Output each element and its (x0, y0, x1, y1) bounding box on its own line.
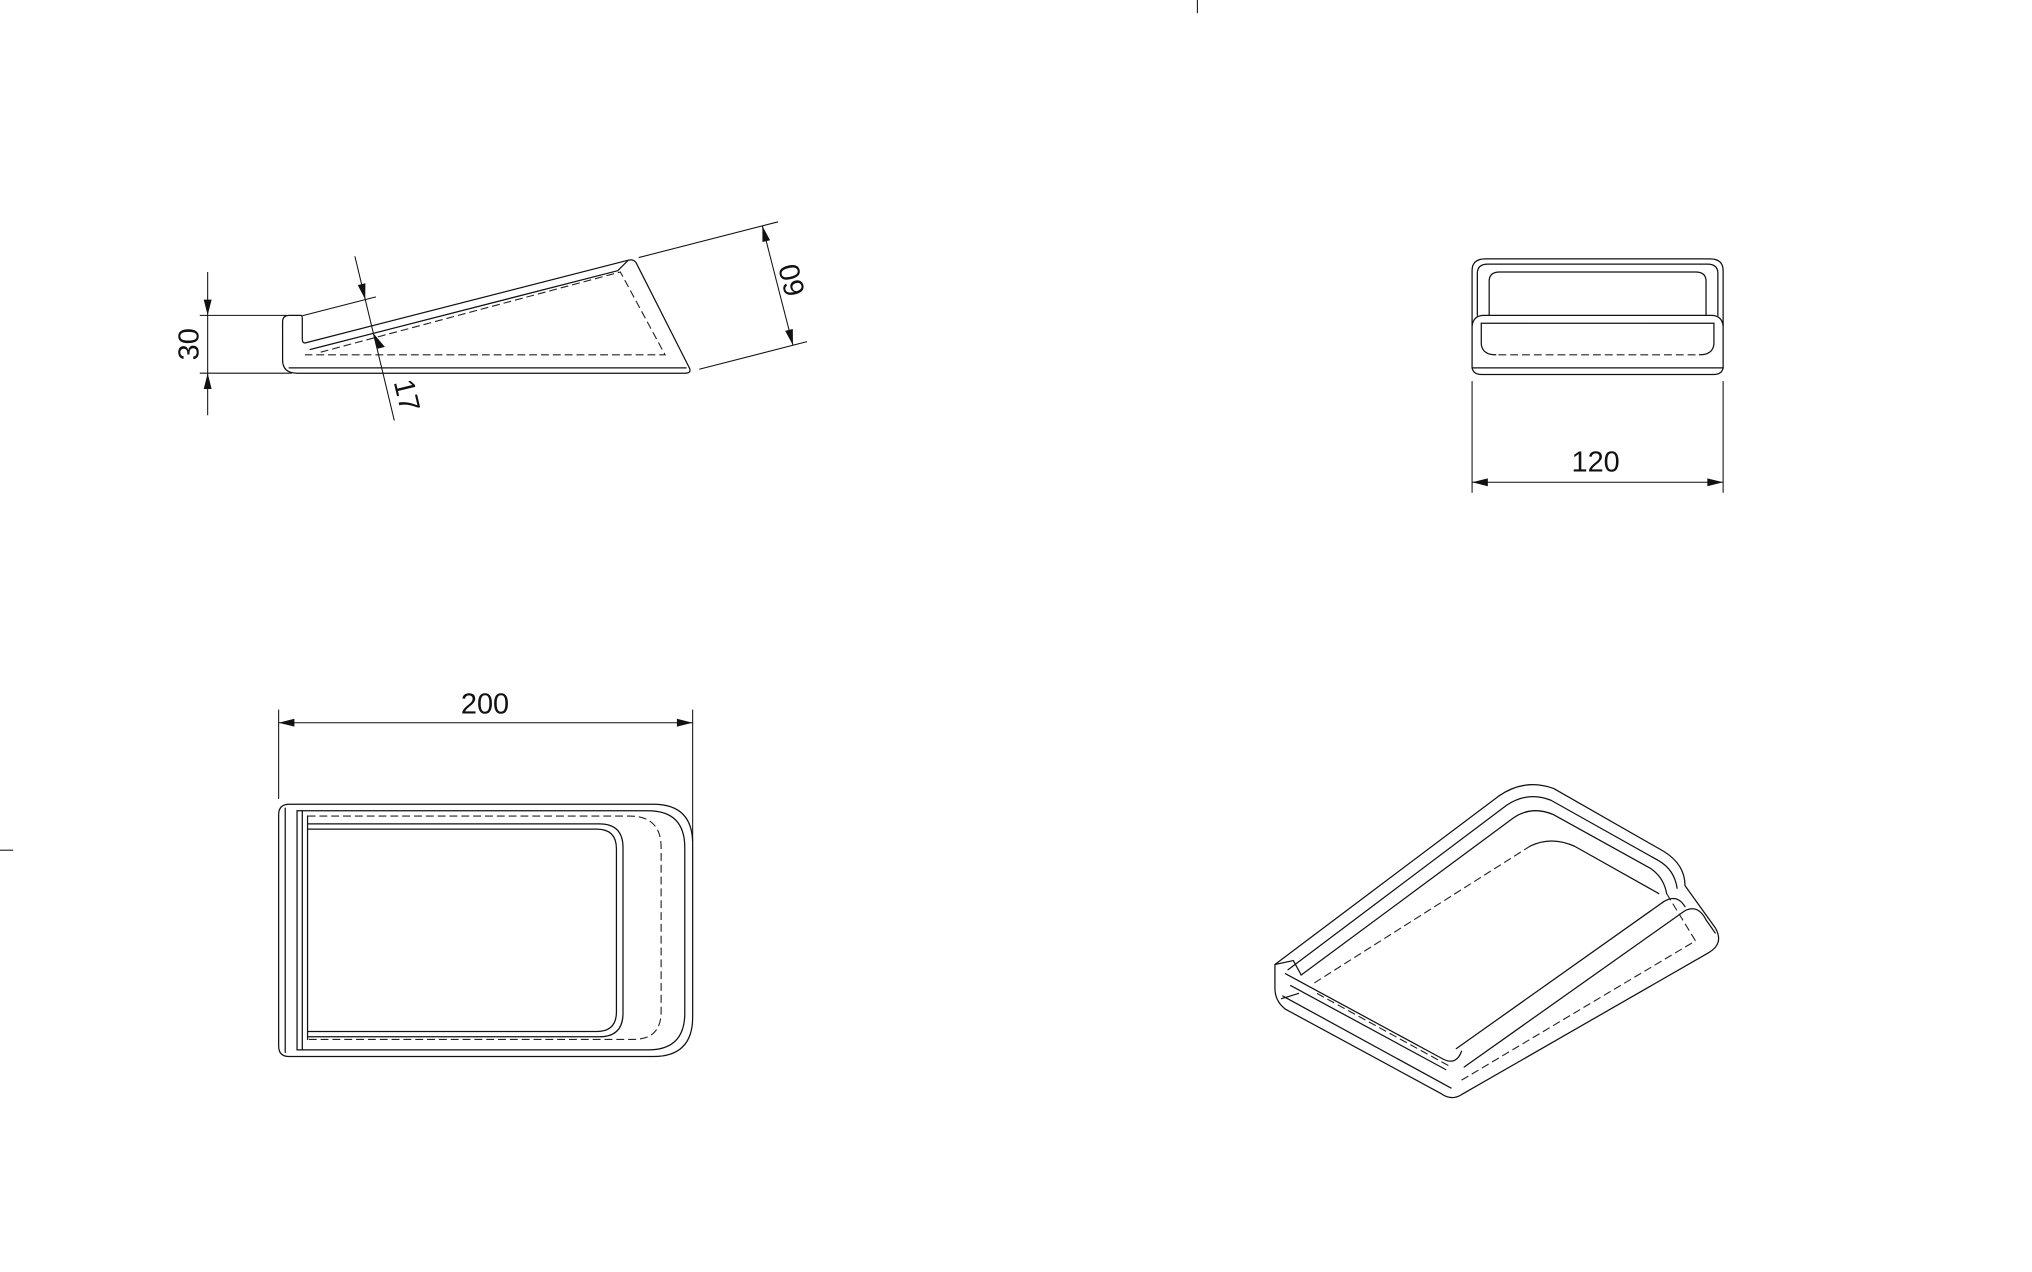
slope-dimension-line (761, 225, 794, 346)
isometric-slope-edge-lower (1463, 908, 1716, 1068)
isometric-hidden-base-edge (1461, 940, 1696, 1081)
side-view-outline (281, 259, 691, 374)
dimension-lip: 17 (302, 256, 426, 421)
isometric-slope-edge-upper (1455, 897, 1686, 1050)
arrowhead (373, 333, 385, 349)
isometric-hidden-front-floor (1316, 992, 1452, 1068)
front-view-inner-side-right (1698, 322, 1715, 356)
dimension-label-lip: 17 (387, 376, 426, 415)
front-view-inner-top (1488, 271, 1707, 316)
isometric-rim-line (1287, 796, 1678, 971)
front-view-lip-top (1471, 314, 1724, 327)
dimension-height: 30 (173, 272, 292, 416)
isometric-lip-lower-edge (1282, 995, 1452, 1089)
isometric-lip-top-edge (1284, 973, 1463, 1062)
arrowhead (785, 329, 793, 346)
front-view: 120 (1471, 258, 1724, 493)
front-view-rim-line (1476, 263, 1719, 316)
top-view: 200 (278, 689, 694, 1058)
slope-extension-line-top (638, 221, 779, 259)
side-view-hidden-profile (304, 271, 667, 356)
arrowhead (203, 373, 212, 389)
dimension-slope: 60 (638, 221, 812, 370)
arrowhead (203, 299, 212, 316)
top-view-floor-outline (306, 823, 624, 1038)
side-view-back-edge (617, 259, 629, 272)
isometric-floor-edge (1529, 840, 1660, 895)
lip-dimension-line (354, 256, 395, 421)
arrowhead (1707, 478, 1724, 487)
front-view-outer-outline (1471, 258, 1724, 369)
front-view-inner-side-left (1480, 322, 1497, 356)
dimension-label-width: 120 (1572, 447, 1620, 479)
top-view-floor-inner-line (306, 828, 618, 1033)
arrowhead (1472, 478, 1488, 487)
top-view-outline (278, 803, 694, 1058)
arrowhead (762, 225, 771, 243)
front-view-base-bevel (1471, 367, 1724, 376)
isometric-hidden-back-edge (1666, 893, 1697, 942)
isometric-hidden-floor-edge (1314, 845, 1531, 984)
side-view: 30 17 60 (173, 221, 812, 421)
dimension-label-height: 30 (173, 328, 205, 360)
dimension-label-length: 200 (461, 689, 509, 721)
isometric-view (1274, 783, 1720, 1099)
isometric-lip-end (1274, 959, 1302, 1000)
slope-extension-line-bottom (699, 341, 808, 370)
isometric-lip-inner-edge (1290, 984, 1447, 1071)
lip-extension-line (302, 296, 377, 317)
isometric-inner-rim-line (1300, 810, 1668, 976)
arrowhead (676, 718, 693, 727)
isometric-outline (1274, 783, 1720, 1099)
top-view-rim-line (296, 810, 686, 1051)
dimension-width: 120 (1471, 381, 1724, 493)
dimension-length: 200 (278, 689, 694, 841)
arrowhead (357, 283, 366, 300)
arrowhead (278, 718, 295, 727)
side-view-slope-edge (309, 270, 619, 351)
top-view-hidden-wall (307, 815, 662, 1040)
dimension-label-slope: 60 (773, 260, 812, 299)
